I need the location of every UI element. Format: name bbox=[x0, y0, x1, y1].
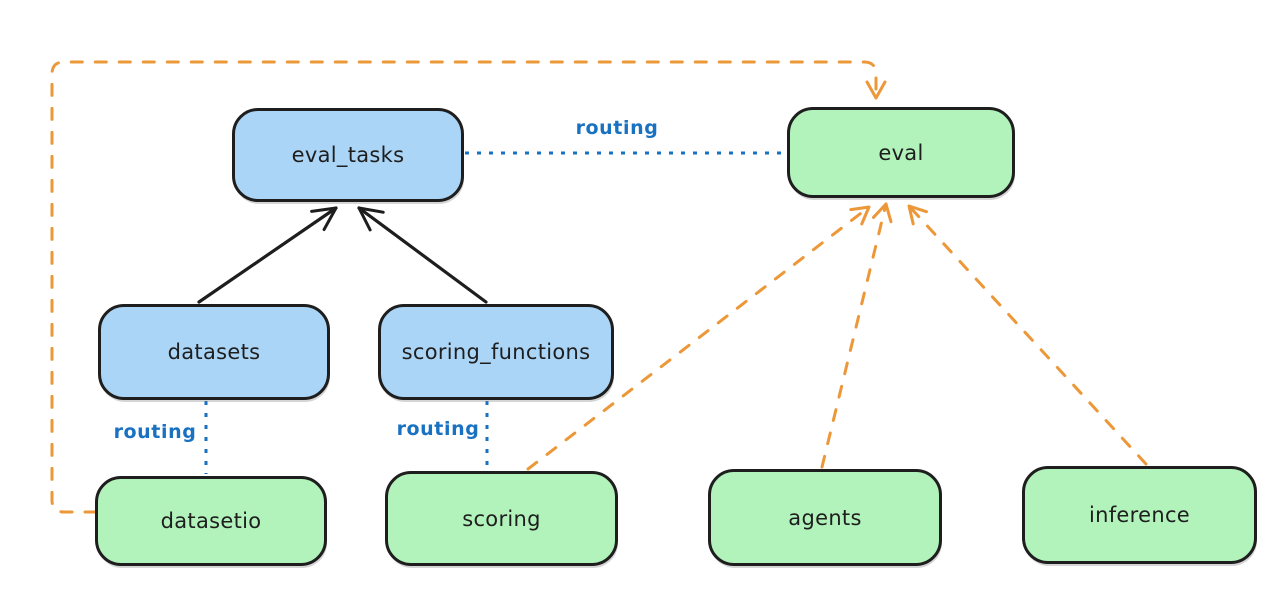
node-eval-label: eval bbox=[878, 140, 924, 165]
node-datasetio-label: datasetio bbox=[160, 509, 262, 533]
node-datasets-label: datasets bbox=[167, 340, 261, 364]
node-eval-tasks: eval_tasks bbox=[232, 108, 464, 202]
node-agents-label: agents bbox=[788, 505, 862, 530]
node-agents: agents bbox=[708, 469, 942, 566]
edge-label-routing-datasets: routing bbox=[113, 421, 197, 443]
node-scoring-functions: scoring_functions bbox=[378, 304, 614, 400]
node-scoring-functions-label: scoring_functions bbox=[401, 340, 591, 364]
edge-agents-to-eval bbox=[820, 202, 893, 469]
node-inference-label: inference bbox=[1088, 503, 1191, 527]
edge-datasets-to-eval-tasks bbox=[197, 206, 338, 304]
node-eval-tasks-label: eval_tasks bbox=[291, 143, 405, 167]
edge-label-routing-scoring: routing bbox=[396, 418, 480, 440]
node-inference: inference bbox=[1022, 466, 1257, 564]
edge-datasetio-to-eval bbox=[50, 60, 887, 514]
node-datasetio: datasetio bbox=[95, 476, 327, 566]
edge-scoring-to-eval bbox=[526, 205, 871, 471]
node-eval: eval bbox=[787, 107, 1015, 198]
node-scoring: scoring bbox=[385, 471, 618, 566]
edge-label-routing-top: routing bbox=[575, 117, 659, 139]
node-scoring-label: scoring bbox=[462, 506, 541, 531]
edge-scoring-functions-to-eval-tasks bbox=[357, 206, 488, 304]
edge-inference-to-eval bbox=[907, 204, 1148, 466]
node-datasets: datasets bbox=[98, 304, 330, 400]
